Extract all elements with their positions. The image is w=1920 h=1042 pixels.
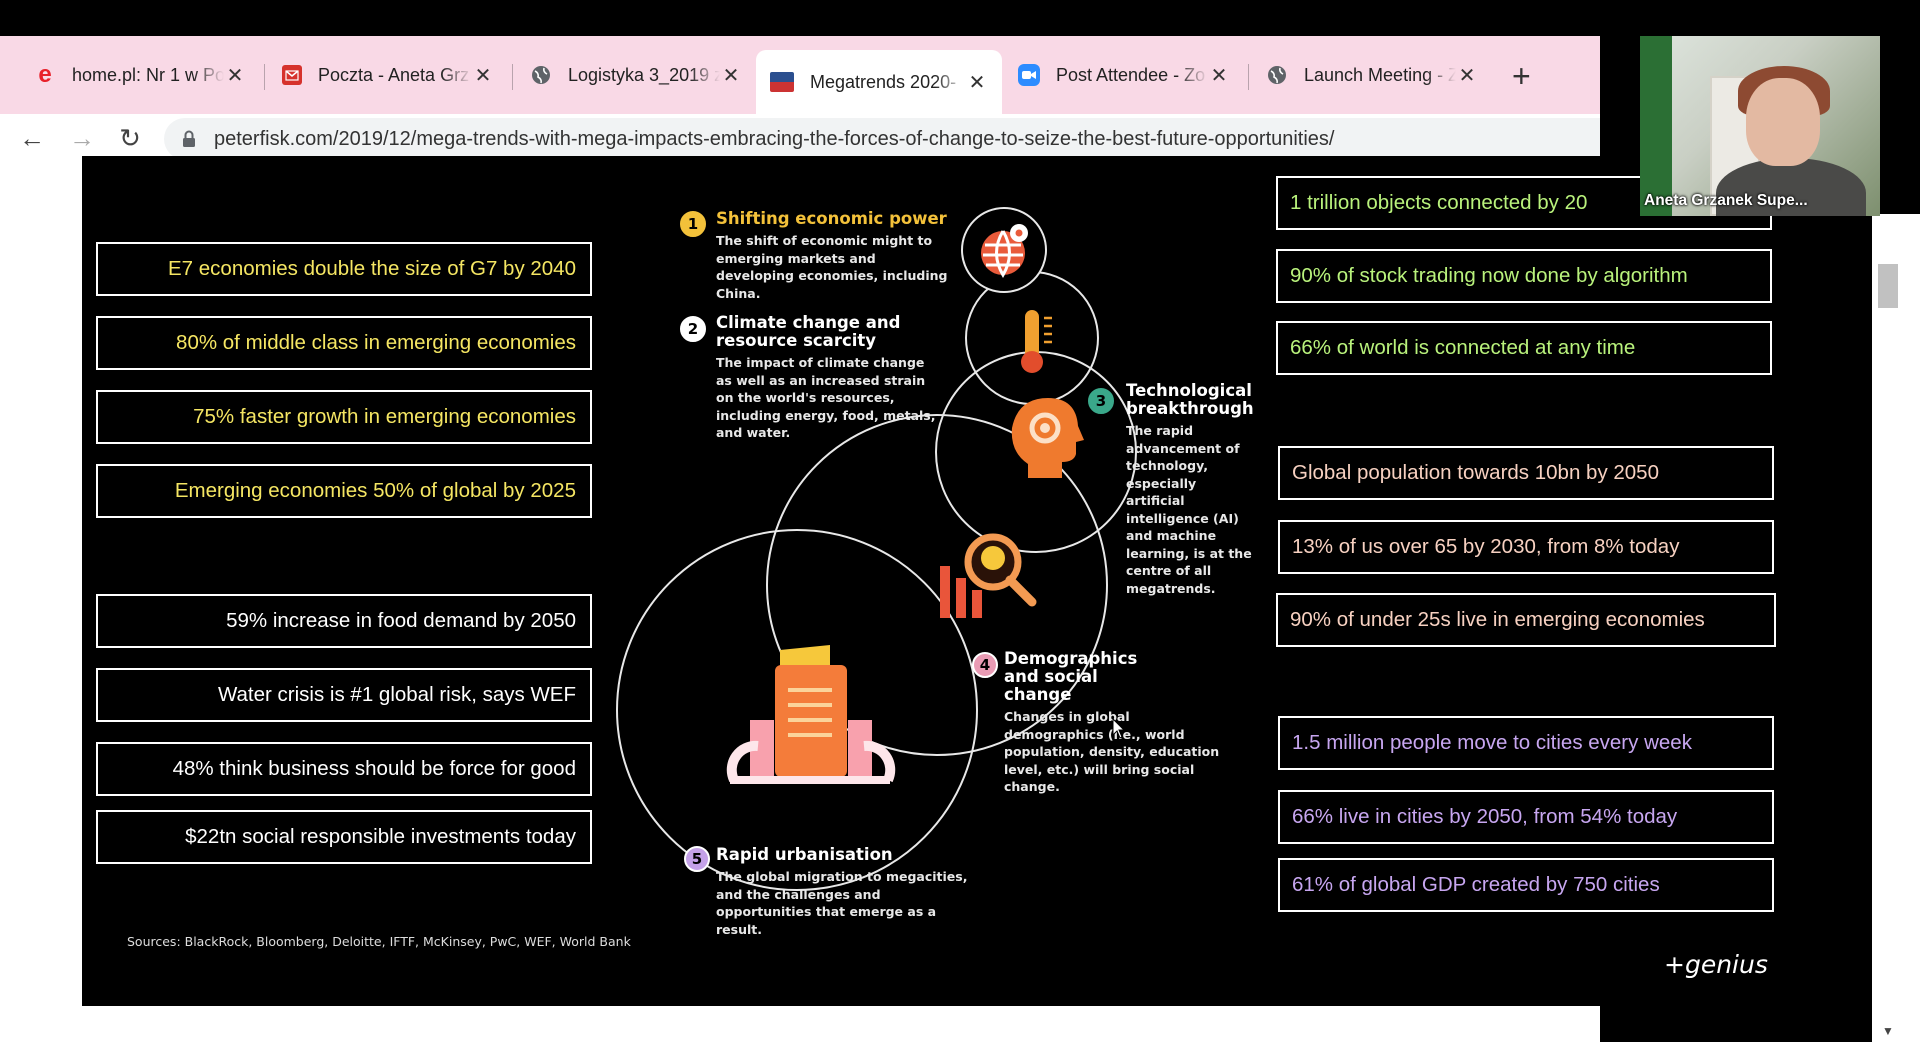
trend-description: The rapid advancement of technology, esp… <box>1126 423 1252 596</box>
tab-separator <box>1248 64 1249 90</box>
tab-poczta[interactable]: Poczta - Aneta Grz ✕ <box>268 50 508 100</box>
back-button[interactable]: ← <box>14 120 50 156</box>
tab-title: Logistyka 3_2019 z <box>568 64 720 85</box>
right-stat-box: 1.5 million people move to cities every … <box>1278 716 1774 770</box>
tab-separator <box>512 64 513 90</box>
tab-separator <box>264 64 265 90</box>
tab-megatrends-active[interactable]: Megatrends 2020- ✕ <box>756 50 1002 114</box>
trend-4-demographics: 4 Demographics and social change Changes… <box>972 649 1224 796</box>
trend-5-rapid-urbanisation: 5 Rapid urbanisation The global migratio… <box>684 845 970 938</box>
trend-number-badge: 1 <box>680 211 706 237</box>
trend-description: The impact of climate change as well as … <box>716 355 936 440</box>
participant-name: Aneta Grzanek Supe... <box>1644 192 1808 209</box>
left-stat-box: Water crisis is #1 global risk, says WEF <box>96 668 592 722</box>
people-search-icon <box>940 533 1037 618</box>
browser-toolbar: ← → ↻ peterfisk.com/2019/12/mega-trends-… <box>0 114 1600 164</box>
close-icon[interactable]: ✕ <box>968 71 986 94</box>
video-participant-tile[interactable]: Aneta Grzanek Supe... <box>1640 36 1880 216</box>
trend-number-badge: 5 <box>684 846 710 872</box>
close-icon[interactable]: ✕ <box>1210 64 1228 87</box>
right-stat-box: 66% live in cities by 2050, from 54% tod… <box>1278 790 1774 844</box>
left-stat-box: Emerging economies 50% of global by 2025 <box>96 464 592 518</box>
tab-launch-meeting[interactable]: Launch Meeting - Z ✕ <box>1252 50 1492 100</box>
trend-1-shifting-economic-power: 1 Shifting economic power The shift of e… <box>680 209 950 302</box>
right-stat-box: 90% of under 25s live in emerging econom… <box>1276 593 1776 647</box>
right-stat-box: 90% of stock trading now done by algorit… <box>1276 249 1772 303</box>
poczta-mail-icon <box>282 65 302 85</box>
tab-zoom-post-attendee[interactable]: Post Attendee - Zo ✕ <box>1004 50 1244 100</box>
new-tab-button[interactable]: + <box>1512 58 1531 94</box>
trend-number-badge: 2 <box>680 316 706 342</box>
trend-heading: Climate change and resource scarcity <box>716 313 901 350</box>
trend-number-badge: 3 <box>1088 388 1114 414</box>
background-plant <box>1640 36 1672 216</box>
left-stat-box: 48% think business should be force for g… <box>96 742 592 796</box>
home-pl-e-icon: e <box>38 61 52 88</box>
tab-title: Megatrends 2020- <box>810 71 957 92</box>
megatrends-circles-diagram <box>616 207 1137 891</box>
trend-2-climate-change: 2 Climate change and resource scarcity T… <box>680 313 940 442</box>
right-stat-box: 61% of global GDP created by 750 cities <box>1278 858 1774 912</box>
city-buildings-icon <box>726 645 896 784</box>
tab-strip: e home.pl: Nr 1 w Po ✕ Poczta - Aneta Gr… <box>0 36 1600 114</box>
close-icon[interactable]: ✕ <box>226 64 244 87</box>
tab-title: Launch Meeting - Z <box>1304 64 1456 85</box>
ai-head-gear-icon <box>1011 398 1084 478</box>
trend-3-technological-breakthrough: 3 Technological breakthrough The rapid a… <box>1088 381 1258 597</box>
trend-description: The global migration to megacities, and … <box>716 869 968 937</box>
site-thumbnail-icon <box>770 72 794 92</box>
genius-logo: +genius <box>1664 950 1768 979</box>
trend-description: Changes in global demographics (i.e., wo… <box>1004 709 1220 794</box>
tab-logistyka[interactable]: Logistyka 3_2019 z ✕ <box>516 50 756 100</box>
forward-button[interactable]: → <box>64 120 100 156</box>
megatrends-slide <box>82 156 1792 1006</box>
sources-footnote: Sources: BlackRock, Bloomberg, Deloitte,… <box>127 934 631 949</box>
url-text[interactable]: peterfisk.com/2019/12/mega-trends-with-m… <box>214 127 1335 150</box>
left-stat-box: E7 economies double the size of G7 by 20… <box>96 242 592 296</box>
trend-heading: Demographics and social change <box>1004 649 1138 704</box>
left-stat-box: 80% of middle class in emerging economie… <box>96 316 592 370</box>
scroll-down-arrow-icon[interactable]: ▼ <box>1882 1024 1894 1038</box>
trend-description: The shift of economic might to emerging … <box>716 233 948 301</box>
left-stat-box: 75% faster growth in emerging economies <box>96 390 592 444</box>
right-stat-box: 66% of world is connected at any time <box>1276 321 1772 375</box>
arrow-right-icon: → <box>69 122 95 153</box>
close-icon[interactable]: ✕ <box>474 64 492 87</box>
participant-face <box>1746 78 1820 166</box>
tab-title: home.pl: Nr 1 w Po <box>72 64 224 85</box>
right-stat-box: 13% of us over 65 by 2030, from 8% today <box>1278 520 1774 574</box>
demographics-circle <box>766 414 1108 756</box>
arrow-left-icon: ← <box>19 122 45 153</box>
trend-heading: Rapid urbanisation <box>716 845 893 864</box>
close-icon[interactable]: ✕ <box>722 64 740 87</box>
participant-body <box>1716 158 1866 216</box>
globe-pin-icon <box>981 224 1028 278</box>
urbanisation-circle <box>616 529 978 891</box>
address-bar[interactable]: peterfisk.com/2019/12/mega-trends-with-m… <box>164 118 1600 160</box>
globe-icon <box>530 64 552 86</box>
page-scrollbar[interactable]: ▼ <box>1872 214 1920 1042</box>
close-icon[interactable]: ✕ <box>1458 64 1476 87</box>
left-stat-box: $22tn social responsible investments tod… <box>96 810 592 864</box>
trend-number-badge: 4 <box>972 652 998 678</box>
trend-heading: Technological breakthrough <box>1126 381 1254 418</box>
right-stat-box: Global population towards 10bn by 2050 <box>1278 446 1774 500</box>
tab-home-pl[interactable]: e home.pl: Nr 1 w Po ✕ <box>20 50 260 100</box>
mouse-cursor-icon <box>1112 718 1126 739</box>
lock-icon <box>182 130 196 148</box>
tab-title: Post Attendee - Zo <box>1056 64 1206 85</box>
zoom-video-icon <box>1018 64 1040 86</box>
globe-icon <box>1266 64 1288 86</box>
left-stat-box: 59% increase in food demand by 2050 <box>96 594 592 648</box>
trend-heading: Shifting economic power <box>716 209 947 228</box>
reload-button[interactable]: ↻ <box>112 120 148 156</box>
scrollbar-thumb[interactable] <box>1878 264 1898 308</box>
reload-icon: ↻ <box>119 122 141 153</box>
tab-title: Poczta - Aneta Grz <box>318 64 470 85</box>
thermometer-icon <box>1021 310 1052 373</box>
